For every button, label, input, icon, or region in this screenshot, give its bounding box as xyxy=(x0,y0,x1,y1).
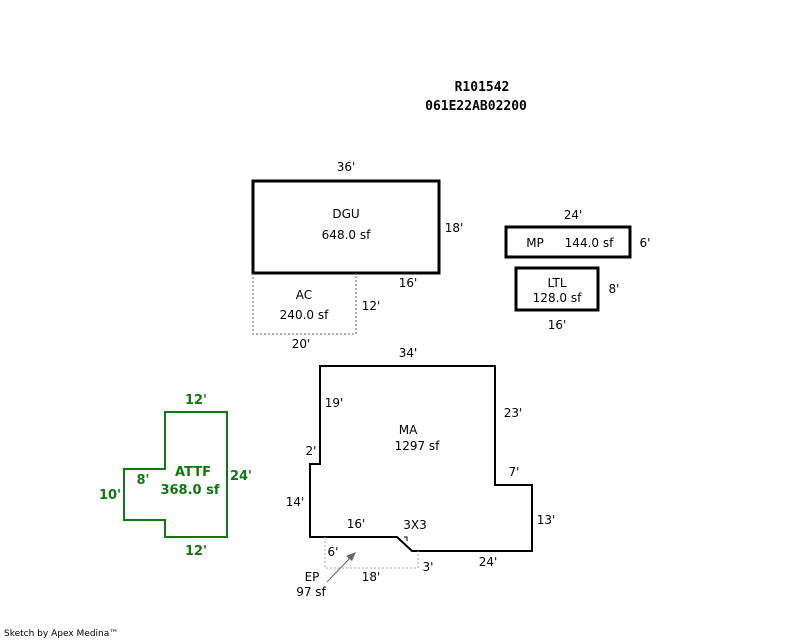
ep-section: 6' 18' 3' EP 97 sf xyxy=(296,537,433,599)
map-number: 061E22AB02200 xyxy=(425,99,527,114)
ma-outline xyxy=(309,365,533,552)
ma-dim-top: 34' xyxy=(399,346,418,360)
attf-dim-right: 24' xyxy=(230,469,252,484)
ma-notch xyxy=(404,536,408,541)
attf-area: 368.0 sf xyxy=(160,483,219,498)
ac-dim-right: 12' xyxy=(362,299,381,313)
ac-section: AC 240.0 sf 12' 20' xyxy=(252,273,381,351)
sketch-credit: Sketch by Apex Medina™ xyxy=(4,629,118,639)
dgu-dim-bottom: 16' xyxy=(399,276,418,290)
ma-dim-bottom-left: 16' xyxy=(347,517,366,531)
mp-dim-right: 6' xyxy=(640,236,651,250)
ma-dim-right-upper: 23' xyxy=(504,406,523,420)
parcel-id: R101542 xyxy=(455,80,510,95)
ma-section: MA 1297 sf 34' 19' 23' 2' 7' 14' 13' 16'… xyxy=(286,346,556,569)
ma-code: MA xyxy=(399,423,418,437)
ma-dim-left-upper: 19' xyxy=(325,396,344,410)
ma-notch-label: 3X3 xyxy=(403,518,427,532)
ltl-code: LTL xyxy=(547,276,566,290)
dgu-dim-right: 18' xyxy=(445,221,464,235)
dgu-section: DGU 648.0 sf 36' 18' 16' xyxy=(251,160,464,290)
ltl-dim-bottom: 16' xyxy=(548,318,567,332)
dgu-dim-top: 36' xyxy=(337,160,356,174)
ma-area: 1297 sf xyxy=(395,439,441,453)
ltl-dim-right: 8' xyxy=(609,282,620,296)
ep-outline xyxy=(324,537,419,569)
ep-dim-bottom: 18' xyxy=(362,570,381,584)
ac-area: 240.0 sf xyxy=(280,308,329,322)
ma-dim-right-lower: 13' xyxy=(537,513,556,527)
attf-dim-bottom: 12' xyxy=(185,544,207,559)
ma-dim-jog-left: 2' xyxy=(306,444,317,458)
ma-dim-left-lower: 14' xyxy=(286,495,305,509)
attf-dim-left: 10' xyxy=(99,488,121,503)
mp-outline xyxy=(504,225,632,259)
dgu-area: 648.0 sf xyxy=(322,228,371,242)
ac-code: AC xyxy=(296,288,312,302)
ep-dim-left: 6' xyxy=(328,545,339,559)
ltl-outline xyxy=(514,266,600,312)
attf-section: ATTF 368.0 sf 12' 24' 10' 8' 12' xyxy=(99,393,252,559)
ltl-section: LTL 128.0 sf 8' 16' xyxy=(514,266,620,332)
attf-dim-top: 12' xyxy=(185,393,207,408)
ac-dim-bottom: 20' xyxy=(292,337,311,351)
mp-dim-top: 24' xyxy=(564,208,583,222)
mp-section: MP 144.0 sf 24' 6' xyxy=(504,208,651,259)
attf-dim-jog: 8' xyxy=(136,473,149,488)
ltl-area: 128.0 sf xyxy=(533,291,582,305)
ma-dim-jog-right: 7' xyxy=(509,465,520,479)
ep-area: 97 sf xyxy=(296,585,326,599)
dgu-outline xyxy=(251,179,441,275)
mp-code: MP xyxy=(526,236,544,250)
ac-outline xyxy=(252,273,357,335)
ma-dim-bottom-right: 24' xyxy=(479,555,498,569)
attf-outline xyxy=(123,411,228,538)
mp-area: 144.0 sf xyxy=(565,236,614,250)
ep-dim-right: 3' xyxy=(423,560,434,574)
ep-code: EP xyxy=(305,570,320,584)
ep-pointer-line xyxy=(326,557,351,583)
dgu-code: DGU xyxy=(332,207,359,221)
attf-code: ATTF xyxy=(175,465,211,480)
ep-pointer-head xyxy=(346,552,356,561)
